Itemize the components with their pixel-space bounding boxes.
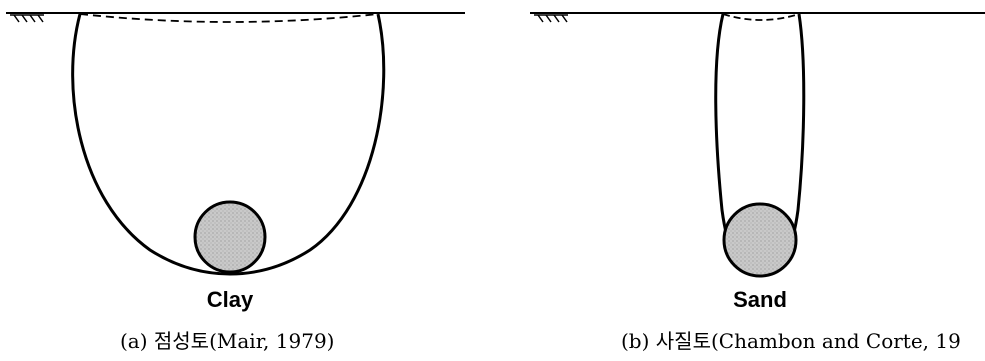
- ground-surface-hatch-icon: [534, 14, 568, 23]
- panel-b-sand: [530, 12, 985, 278]
- ground-surface-hatch-icon: [10, 14, 44, 23]
- collapse-zone-outline-a: [71, 13, 386, 276]
- tunnel-circle-b: [722, 202, 798, 278]
- panel-b-label: Sand: [733, 287, 787, 312]
- tunnel-circle-a: [193, 200, 267, 274]
- settlement-trough-a: [79, 13, 379, 23]
- panel-a-label: Clay: [206, 287, 254, 312]
- settlement-trough-b: [722, 13, 800, 21]
- panel-b-caption: (b) 사질토(Chambon and Corte, 19: [621, 329, 961, 353]
- panel-a-clay: [6, 12, 465, 276]
- panel-a-caption: (a) 점성토(Mair, 1979): [120, 329, 335, 353]
